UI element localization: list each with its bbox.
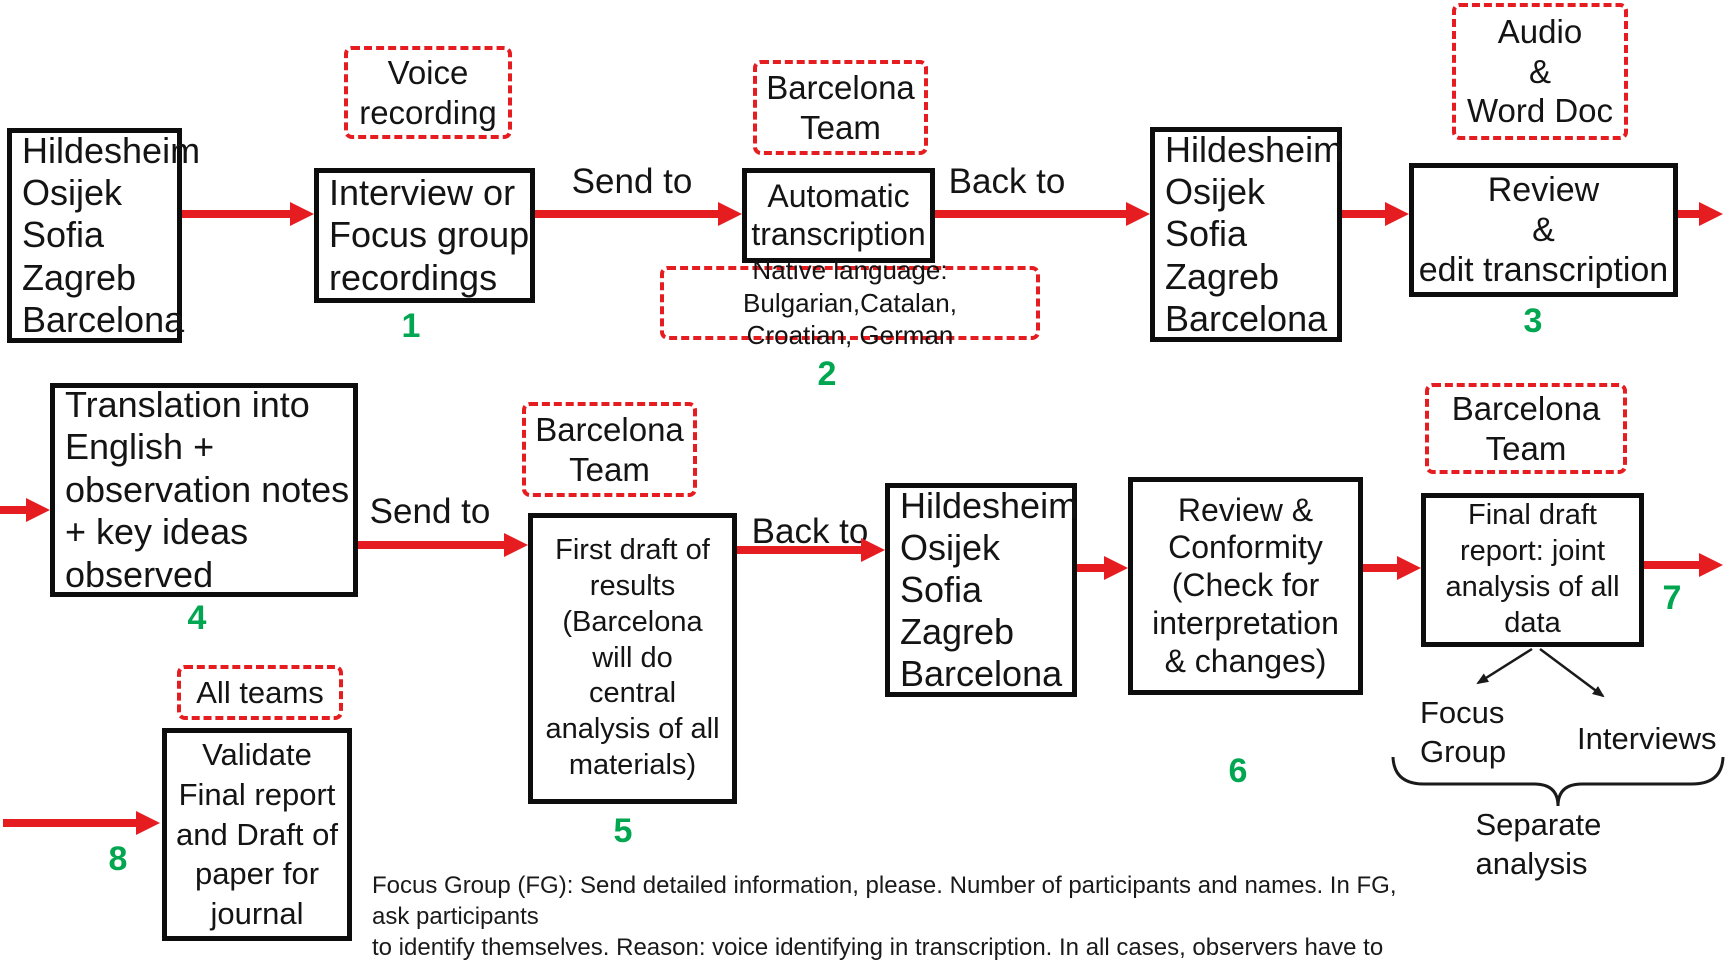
tag-voice-recording: Voice recording [344, 46, 512, 139]
tag-barcelona-team-1: Barcelona Team [753, 60, 928, 155]
step1-number: 1 [401, 307, 421, 345]
send-to-label-1: Send to [571, 162, 693, 201]
arrow-transcription-to-teams [935, 202, 1150, 226]
tag-all-teams: All teams [177, 665, 343, 720]
separate-analysis-label: Separate analysis [1475, 807, 1602, 881]
step7-final-draft-box: Final draft report: joint analysis of al… [1421, 493, 1644, 647]
arrow-translation-to-firstdraft [358, 533, 528, 557]
arrow-recordings-to-transcription [535, 202, 742, 226]
tag-barcelona-team-3: Barcelona Team [1425, 383, 1627, 474]
step7-number: 7 [1662, 579, 1682, 617]
tag-audio-word-doc: Audio & Word Doc [1452, 3, 1628, 140]
arrow-teams-to-review [1342, 202, 1409, 226]
step8-number: 8 [108, 840, 128, 878]
branch-interviews-label: Interviews [1577, 721, 1717, 756]
teams-return-box-2: Hildesheim Osijek Sofia Zagreb Barcelona [885, 483, 1078, 697]
arrow-teams-to-recordings [182, 202, 314, 226]
arrow-row3-entry [3, 811, 160, 835]
step1-recordings-box: Interview or Focus group recordings [314, 168, 535, 303]
teams-source-box: Hildesheim Osijek Sofia Zagreb Barcelona [7, 128, 200, 343]
step8-validate-box: Validate Final report and Draft of paper… [162, 728, 352, 941]
teams-return-box-1: Hildesheim Osijek Sofia Zagreb Barcelona [1150, 127, 1343, 342]
branch-focus-group-label: Focus Group [1420, 695, 1507, 769]
branch-arrow-to-focus-group [1476, 647, 1533, 685]
step6-conformity-box: Review & Conformity (Check for interpret… [1128, 477, 1363, 695]
step5-first-draft-box: First draft of results (Barcelona will d… [528, 513, 737, 804]
arrow-firstdraft-to-teams [737, 538, 885, 562]
arrow-row1-exit [1678, 202, 1723, 226]
focus-group-footnote: Focus Group (FG): Send detailed informat… [372, 872, 1397, 962]
step4-number: 4 [187, 599, 207, 637]
step3-number: 3 [1523, 302, 1543, 340]
step3-review-edit-box: Review & edit transcription [1409, 163, 1678, 297]
back-to-label-2: Back to [751, 512, 869, 551]
arrow-conformity-to-finaldraft [1363, 556, 1421, 580]
step2-number: 2 [817, 355, 837, 393]
arrow-row2-entry [0, 498, 50, 522]
step6-number: 6 [1228, 752, 1248, 790]
step4-translation-box: Translation into English + observation n… [50, 383, 358, 597]
branch-arrow-to-interviews [1539, 647, 1605, 698]
step5-number: 5 [613, 812, 633, 850]
arrow-teams-to-conformity [1077, 556, 1128, 580]
back-to-label-1: Back to [948, 162, 1066, 201]
send-to-label-2: Send to [369, 492, 491, 531]
native-language-note: Native language: Bulgarian,Catalan, Croa… [660, 255, 1040, 350]
step2-transcription-box: Automatic transcription [742, 168, 935, 263]
tag-barcelona-team-2: Barcelona Team [522, 402, 697, 497]
arrow-row2-exit [1644, 553, 1723, 577]
